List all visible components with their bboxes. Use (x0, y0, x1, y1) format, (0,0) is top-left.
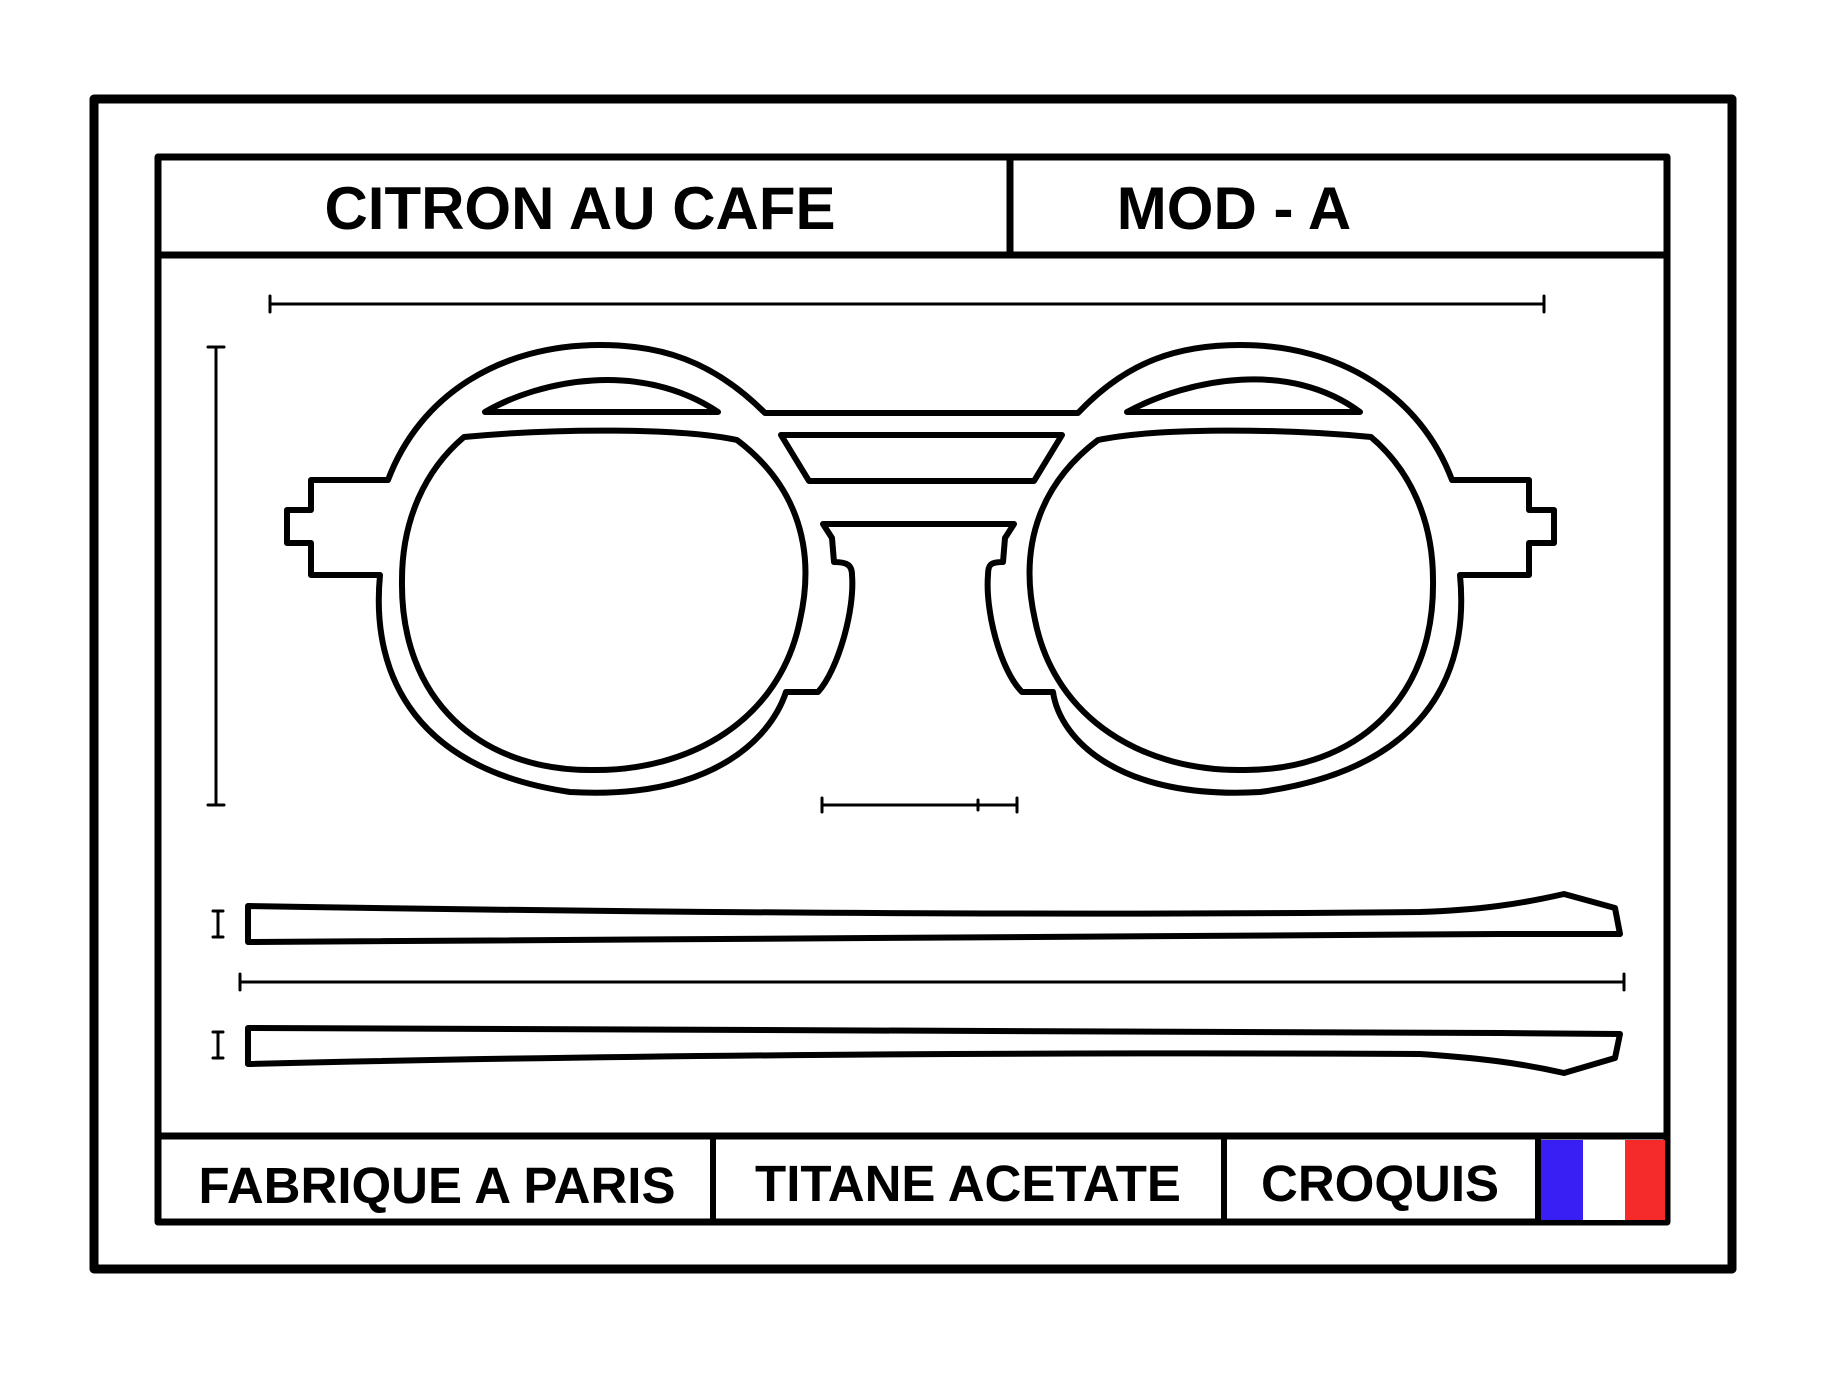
footer-block: FABRIQUE A PARIS TITANE ACETATE CROQUIS (154, 1132, 1671, 1225)
left-brow-window (482, 377, 721, 415)
temple-thickness-marker-top (211, 909, 225, 939)
right-lens-opening (1026, 427, 1437, 774)
frame-front-view (284, 342, 1557, 796)
overall-width-dimension (268, 294, 1546, 314)
outer-frame (89, 94, 1737, 1274)
model-name: CITRON AU CAFE (324, 175, 835, 242)
temple-arms (245, 891, 1623, 1076)
title-block: CITRON AU CAFE MOD - A (154, 153, 1671, 259)
bridge-window (778, 432, 1065, 484)
french-flag-icon (1541, 1140, 1665, 1220)
origin-label: FABRIQUE A PARIS (199, 1157, 676, 1214)
dimension-lines (206, 294, 1626, 1060)
temple-arm-bottom (245, 1025, 1623, 1076)
flag-stripe-blue (1541, 1140, 1583, 1220)
model-code: MOD - A (1117, 175, 1351, 242)
bridge-width-dimension (820, 796, 1019, 814)
flag-stripe-white (1583, 1140, 1625, 1220)
temple-length-dimension (238, 972, 1626, 992)
left-rim-outline (284, 342, 1557, 796)
frame-height-dimension (206, 345, 226, 807)
doc-type-label: CROQUIS (1261, 1155, 1499, 1212)
flag-stripe-red (1625, 1140, 1665, 1220)
left-lens-opening (398, 427, 809, 774)
temple-thickness-marker-bottom (211, 1030, 225, 1060)
materials-label: TITANE ACETATE (755, 1155, 1181, 1212)
right-brow-window (1124, 376, 1363, 415)
temple-arm-top (245, 891, 1623, 945)
inner-panel (154, 153, 1671, 1226)
